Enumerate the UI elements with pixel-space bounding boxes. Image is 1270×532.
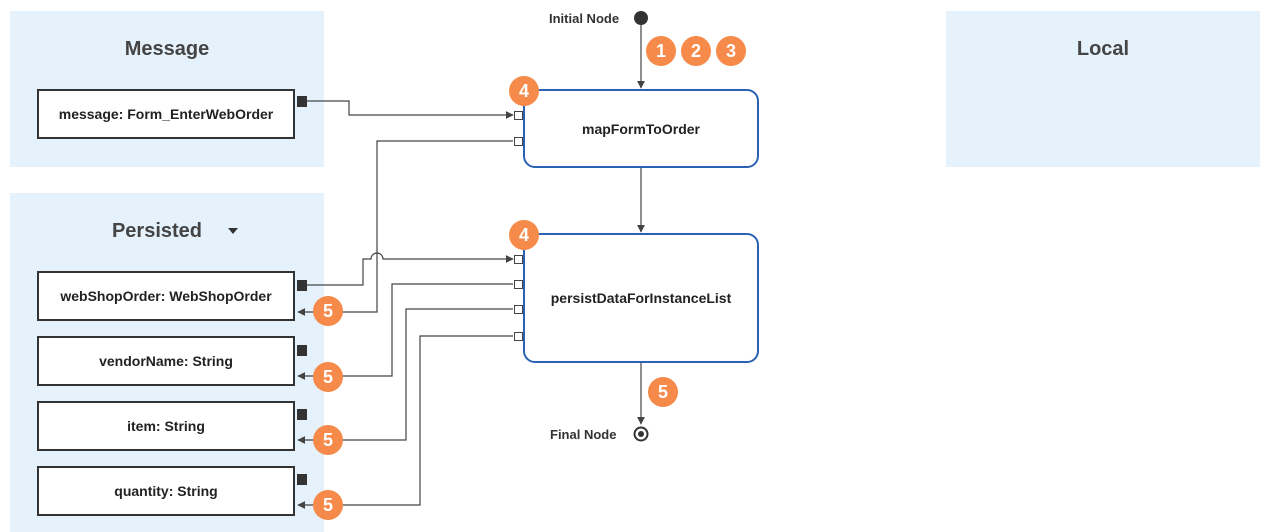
action-persistdataforinstancelist[interactable]: persistDataForInstanceList: [523, 233, 759, 363]
step-badge-5-vendorname: 5: [313, 362, 343, 392]
persisted-panel-title[interactable]: Persisted: [111, 220, 203, 242]
output-pin[interactable]: [297, 474, 307, 485]
step-badge-5-item: 5: [313, 425, 343, 455]
variable-quantity[interactable]: quantity: String: [37, 466, 295, 516]
local-panel: Local: [946, 11, 1260, 167]
wire-persist-to-quantity: [297, 335, 513, 509]
step-badge-2: 2: [681, 36, 711, 66]
final-node-label: Final Node: [550, 427, 617, 442]
variable-message[interactable]: message: Form_EnterWebOrder: [37, 89, 295, 139]
caret-down-icon[interactable]: [228, 228, 238, 234]
wire-map-to-webshoporder: [297, 140, 513, 316]
action-mapformtoorder[interactable]: mapFormToOrder: [523, 89, 759, 168]
step-badge-1: 1: [646, 36, 676, 66]
output-pin[interactable]: [297, 96, 307, 107]
output-pin[interactable]: [297, 409, 307, 420]
message-panel-title: Message: [124, 38, 210, 60]
initial-node-label: Initial Node: [549, 11, 620, 26]
wire-message-to-map: [307, 100, 514, 119]
input-port[interactable]: [514, 255, 523, 264]
wire-persist-to-item: [297, 308, 513, 444]
input-port[interactable]: [514, 111, 523, 120]
wire-persist-to-vendorname: [297, 283, 513, 380]
step-badge-3: 3: [716, 36, 746, 66]
variable-item[interactable]: item: String: [37, 401, 295, 451]
step-badge-5-quantity: 5: [313, 490, 343, 520]
input-port[interactable]: [514, 137, 523, 146]
step-badge-4-map: 4: [509, 76, 539, 106]
output-pin[interactable]: [297, 280, 307, 291]
variable-vendorname[interactable]: vendorName: String: [37, 336, 295, 386]
initial-node: [634, 11, 648, 25]
output-pin[interactable]: [297, 345, 307, 356]
input-port[interactable]: [514, 332, 523, 341]
step-badge-4-persist: 4: [509, 220, 539, 250]
input-port[interactable]: [514, 280, 523, 289]
variable-webshoporder[interactable]: webShopOrder: WebShopOrder: [37, 271, 295, 321]
input-port[interactable]: [514, 305, 523, 314]
step-badge-5-webshoporder: 5: [313, 296, 343, 326]
local-panel-title: Local: [1076, 38, 1130, 60]
wire-webshoporder-to-persist: [307, 252, 514, 286]
step-badge-5-final: 5: [648, 377, 678, 407]
